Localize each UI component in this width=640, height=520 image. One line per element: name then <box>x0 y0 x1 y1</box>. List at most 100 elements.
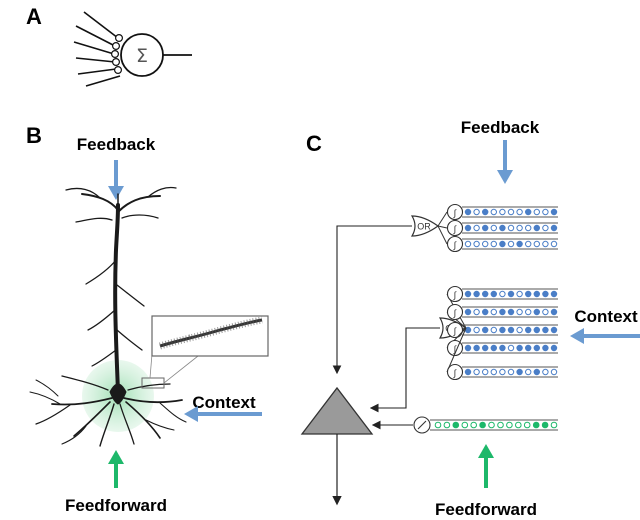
panel-c-context-label: Context <box>574 307 638 326</box>
feedback-segment-synapse <box>550 224 558 232</box>
context-segment-threshold-node <box>446 363 464 381</box>
feedback-segment-synapse <box>499 224 506 232</box>
panel-c-feedback-arrow <box>497 140 513 184</box>
panel-a-label: A <box>26 4 42 29</box>
context-segment-threshold-symbol: ∫ <box>453 290 458 300</box>
context-segment-synapse <box>473 290 480 298</box>
feedback-or-gate <box>410 215 440 237</box>
context-segment-synapse <box>490 290 497 298</box>
feedback-segment-synapse <box>464 240 472 248</box>
context-segment-synapse <box>533 326 540 334</box>
feedback-segment-synapse <box>473 224 480 232</box>
feedback-segment-threshold-node <box>446 219 464 237</box>
context-segment-synapse <box>516 368 523 376</box>
context-segment-synapse <box>482 344 489 352</box>
feedback-segment-synapse <box>542 240 549 248</box>
feedback-segment-synapse <box>482 208 489 216</box>
context-segment-synapse <box>525 368 532 376</box>
context-segment-synapse <box>507 308 515 316</box>
feedforward-synapse <box>434 421 442 429</box>
feedback-segment-synapse <box>525 240 532 248</box>
context-segment-synapse <box>525 326 532 334</box>
feedback-segment-synapse <box>490 240 497 248</box>
feedforward-synapse <box>461 421 469 429</box>
feedforward-synapse <box>550 421 558 429</box>
context-segment-synapse <box>542 308 549 316</box>
feedback-segment-synapse <box>507 208 515 216</box>
context-segment-synapse <box>464 368 472 376</box>
context-segment-synapse <box>490 344 497 352</box>
feedback-segment-synapse <box>490 208 497 216</box>
feedback-segment-synapse <box>550 208 558 216</box>
feedback-segment-synapse <box>525 224 532 232</box>
context-segment-synapse <box>482 326 489 334</box>
context-segment-synapse <box>464 290 472 298</box>
context-segment-synapse <box>542 326 549 334</box>
context-segment-synapse <box>499 344 506 352</box>
context-segment-synapse <box>507 344 515 352</box>
context-segment-synapse <box>550 368 558 376</box>
htm-neuron-soma <box>300 386 374 435</box>
context-segment-synapse <box>482 368 489 376</box>
feedback-segment-synapse <box>464 208 472 216</box>
feedback-segment-synapse <box>516 240 523 248</box>
context-segment-synapse <box>473 326 480 334</box>
feedback-segment-synapse <box>482 240 489 248</box>
context-segment-synapse <box>490 308 497 316</box>
context-segment-synapse <box>516 326 523 334</box>
feedback-segment-synapse <box>542 224 549 232</box>
context-segment-synapse <box>550 344 558 352</box>
feedback-segment-threshold-symbol: ∫ <box>453 208 458 218</box>
context-segment-synapse <box>490 326 497 334</box>
context-or-wiring <box>369 327 440 413</box>
feedback-segment-synapse <box>499 208 506 216</box>
context-segment-synapse <box>507 326 515 334</box>
context-segment-synapse <box>516 290 523 298</box>
context-segment-link <box>446 327 467 373</box>
feedback-segment-threshold-symbol: ∫ <box>453 240 458 250</box>
feedback-segment-synapse <box>473 208 480 216</box>
context-segment-synapse <box>542 344 549 352</box>
context-segment-synapse <box>490 368 497 376</box>
feedback-segment-synapse <box>533 224 540 232</box>
feedback-segment-synapse <box>533 240 540 248</box>
panel-c-context-arrow <box>570 328 640 344</box>
context-segment-synapse <box>516 344 523 352</box>
context-segment-threshold-symbol: ∫ <box>453 326 458 336</box>
panel-c-feedforward-label: Feedforward <box>435 500 537 519</box>
feedback-segment-synapse <box>499 240 506 248</box>
context-segment-synapse <box>533 308 540 316</box>
panel-b-context-label: Context <box>192 393 256 412</box>
context-segment-synapse <box>499 368 506 376</box>
feedback-segment-threshold-symbol: ∫ <box>453 224 458 234</box>
feedback-segment-synapse <box>516 224 523 232</box>
context-segment-synapse <box>525 308 532 316</box>
feedback-segment-threshold-node <box>446 203 464 221</box>
feedforward-synapse <box>443 421 451 429</box>
panel-c-label: C <box>306 131 322 156</box>
context-segment-synapse <box>533 344 540 352</box>
context-segment-synapse <box>473 344 480 352</box>
context-segment-synapse <box>507 368 515 376</box>
feedback-segment-link <box>437 225 448 245</box>
context-segment-synapse <box>499 290 506 298</box>
panel-b-feedforward-label: Feedforward <box>65 496 167 515</box>
feedback-segment-link <box>437 225 448 229</box>
context-segment-threshold-node <box>446 321 464 339</box>
context-segment-synapse <box>550 308 558 316</box>
context-segment-synapse <box>550 290 558 298</box>
context-segment-synapse <box>499 326 506 334</box>
feedback-segment-synapse <box>464 224 472 232</box>
point-neuron-diagram <box>73 11 192 87</box>
context-segment-synapse <box>482 308 489 316</box>
feedforward-synapse <box>541 421 549 429</box>
panel-b-label: B <box>26 123 42 148</box>
panel-b-feedback-arrow <box>108 160 124 200</box>
panel-b-context-arrow <box>184 406 262 422</box>
context-segment-synapse <box>482 290 489 298</box>
context-segment-synapse <box>525 290 532 298</box>
feedforward-synapse <box>479 421 486 429</box>
context-segment-synapse <box>542 368 549 376</box>
panel-b-feedback-label: Feedback <box>77 135 156 154</box>
